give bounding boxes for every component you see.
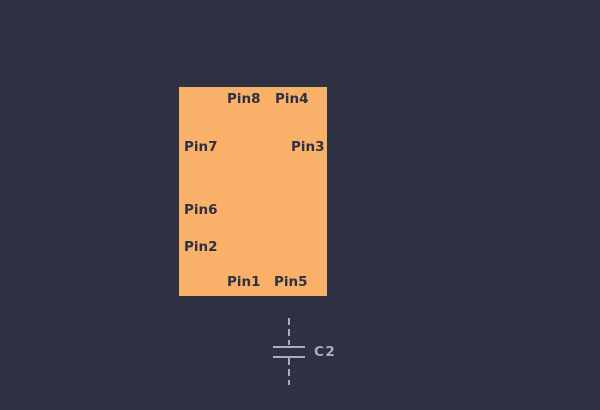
capacitor-top-plate (273, 345, 305, 348)
pin-label-pin4: Pin4 (275, 91, 309, 107)
pin-label-pin3: Pin3 (291, 139, 325, 155)
pin-label-pin5: Pin5 (274, 274, 308, 290)
component-body[interactable] (179, 87, 327, 296)
pin-label-pin2: Pin2 (184, 239, 218, 255)
capacitor-bottom-plate (273, 355, 305, 358)
pin-label-pin6: Pin6 (184, 202, 218, 218)
pin-label-pin7: Pin7 (184, 139, 218, 155)
capacitor-bottom-lead-dashed (288, 358, 290, 385)
pin-label-pin1: Pin1 (227, 274, 261, 290)
pin-label-pin8: Pin8 (227, 91, 261, 107)
capacitor-symbol[interactable] (272, 317, 306, 386)
capacitor-designator[interactable]: C2 (314, 344, 337, 360)
capacitor-top-lead-dashed (288, 318, 290, 345)
